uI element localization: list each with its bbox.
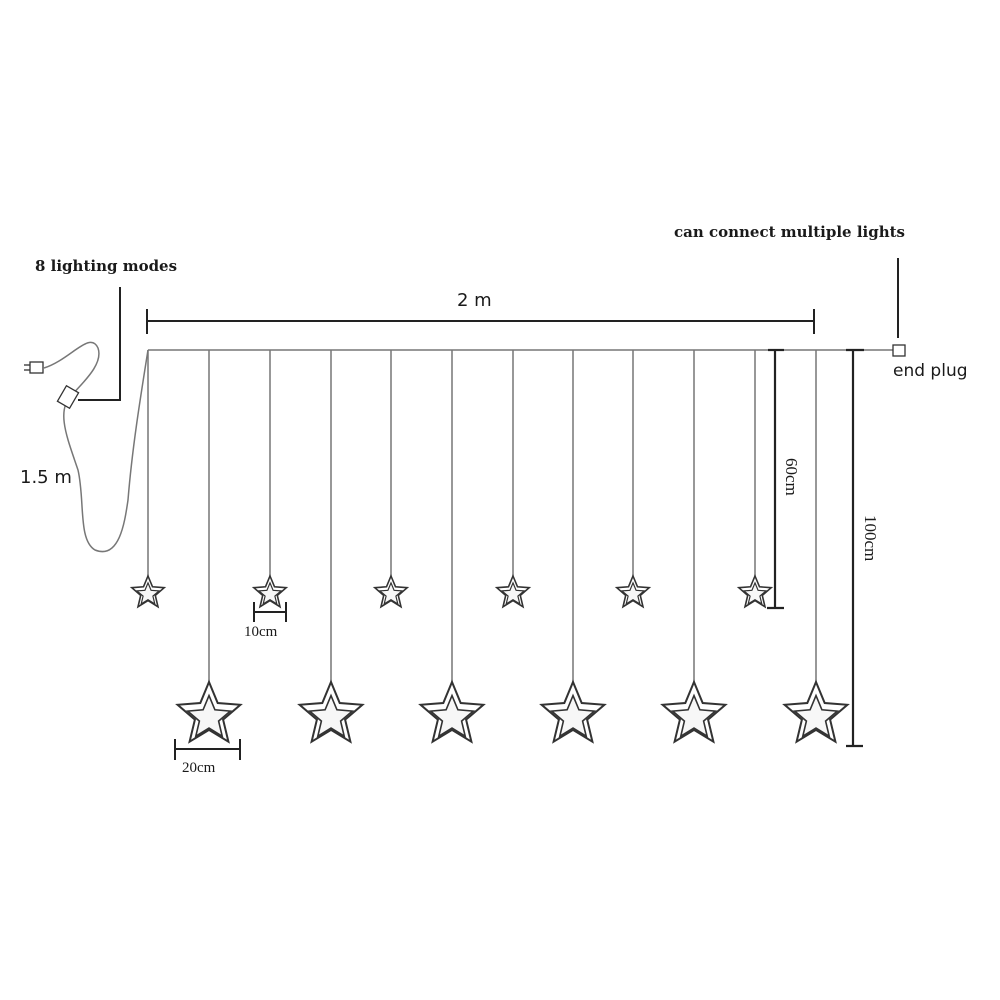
large-star-icon	[418, 679, 486, 744]
large-star-icon	[539, 679, 607, 744]
cable-length-label: 1.5 m	[20, 467, 72, 488]
long-drop-label: 100cm	[861, 515, 880, 562]
large-star-size-label: 20cm	[182, 760, 216, 776]
large-star-dimension	[174, 739, 241, 760]
lighting-modes-label: 8 lighting modes	[35, 257, 178, 275]
end-plug-label: end plug	[893, 361, 968, 381]
long-drop-dimension	[846, 348, 864, 748]
short-drop-label: 60cm	[782, 458, 801, 496]
small-star-icon	[614, 573, 652, 609]
large-star-icon	[660, 679, 728, 744]
large-star-icon	[297, 679, 365, 744]
controller-icon	[56, 384, 80, 410]
width-label: 2 m	[457, 290, 492, 311]
connect-label: can connect multiple lights	[674, 223, 905, 241]
small-star-icon	[372, 573, 410, 609]
short-drop-dimension	[767, 348, 784, 610]
small-star-dimension	[253, 602, 287, 622]
power-cable	[43, 341, 149, 553]
controller-leader	[78, 287, 121, 401]
small-star-icon	[251, 573, 289, 609]
small-star-icon	[494, 573, 532, 609]
width-dimension	[146, 309, 815, 334]
small-star-size-label: 10cm	[244, 624, 278, 640]
small-star-icon	[736, 573, 774, 609]
end-plug-icon	[892, 344, 906, 357]
small-star-icon	[129, 573, 167, 609]
large-star-icon	[175, 679, 243, 744]
plug-icon	[24, 361, 44, 374]
large-star-icon	[782, 679, 850, 744]
hanging-strings	[129, 350, 850, 744]
